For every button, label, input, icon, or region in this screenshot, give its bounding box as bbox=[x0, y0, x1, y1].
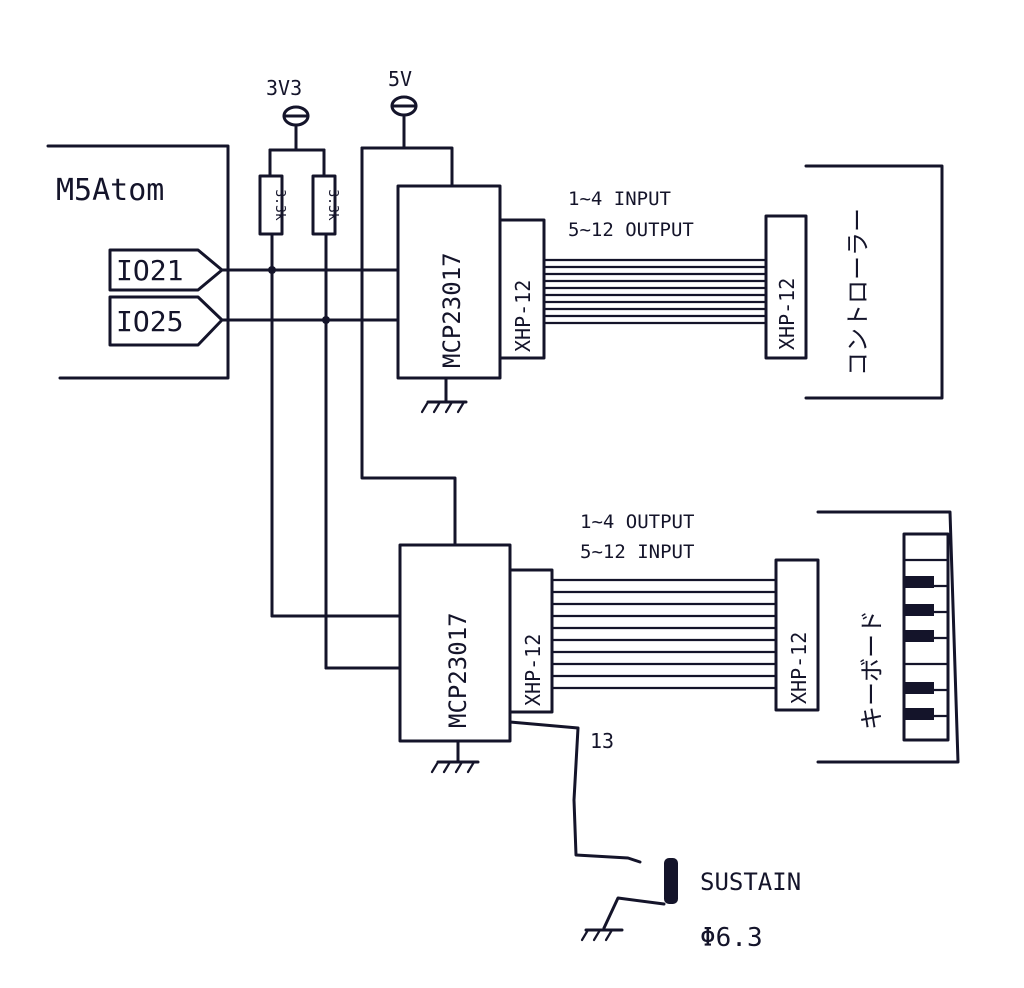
xhp12-bottom-left: XHP-12 bbox=[508, 568, 554, 714]
m5atom-label: M5Atom bbox=[56, 173, 164, 208]
bottom-note-output: 1~4 OUTPUT bbox=[580, 511, 694, 533]
mcp23017-bottom-label: MCP23017 bbox=[444, 612, 472, 728]
resistor-r1-label: 3.3k bbox=[272, 189, 287, 220]
resistor-r2-label: 3.3k bbox=[325, 189, 340, 220]
junction-dot bbox=[268, 266, 276, 274]
pin-io21: IO21 bbox=[108, 248, 224, 292]
ribbon-cable-bottom bbox=[550, 578, 778, 690]
xhp12-bottom-left-label: XHP-12 bbox=[521, 634, 545, 706]
pin-io21-label: IO21 bbox=[116, 254, 183, 287]
mcp23017-top: MCP23017 bbox=[396, 184, 502, 414]
junction-dot bbox=[322, 316, 330, 324]
keyboard-box: キーボード bbox=[816, 510, 960, 764]
bottom-note-input: 5~12 INPUT bbox=[580, 541, 694, 563]
pin-13-label: 13 bbox=[590, 729, 614, 753]
xhp12-bottom-right-label: XHP-12 bbox=[787, 632, 811, 704]
ground-symbol bbox=[580, 928, 624, 942]
xhp12-bottom-right: XHP-12 bbox=[774, 558, 820, 712]
controller-box: コントローラー bbox=[804, 164, 944, 400]
sustain-jack-icon bbox=[580, 858, 678, 942]
resistor-r2: 3.3k bbox=[311, 174, 340, 236]
power-3v3-label: 3V3 bbox=[266, 76, 302, 100]
power-3v3: 3V3 bbox=[266, 76, 326, 178]
sustain-wire: 13 bbox=[508, 720, 642, 864]
xhp12-top-left-label: XHP-12 bbox=[511, 280, 535, 352]
top-note-input: 1~4 INPUT bbox=[568, 188, 671, 210]
ground-symbol bbox=[430, 760, 480, 774]
ground-symbol bbox=[420, 400, 468, 414]
pin-io25: IO25 bbox=[108, 295, 224, 347]
pin-io25-label: IO25 bbox=[116, 305, 183, 338]
mcp23017-top-label: MCP23017 bbox=[438, 252, 466, 368]
xhp12-top-right: XHP-12 bbox=[764, 214, 808, 360]
xhp12-top-right-label: XHP-12 bbox=[775, 278, 799, 350]
ribbon-cable-top bbox=[542, 258, 768, 325]
power-5v: 5V bbox=[360, 67, 457, 547]
mcp23017-bottom: MCP23017 bbox=[398, 543, 512, 774]
power-5v-label: 5V bbox=[388, 67, 412, 91]
keyboard-label: キーボード bbox=[858, 610, 886, 730]
resistor-r1: 3.3k bbox=[258, 174, 287, 236]
i2c-bus bbox=[220, 232, 402, 670]
sustain-label: SUSTAIN bbox=[700, 868, 801, 896]
sustain-size-label: Φ6.3 bbox=[700, 923, 763, 953]
controller-label: コントローラー bbox=[844, 208, 872, 376]
xhp12-top-left: XHP-12 bbox=[498, 218, 546, 360]
piano-keys-icon bbox=[902, 532, 950, 742]
m5atom-module: M5Atom IO21 IO25 bbox=[46, 144, 230, 380]
top-note-output: 5~12 OUTPUT bbox=[568, 219, 694, 241]
